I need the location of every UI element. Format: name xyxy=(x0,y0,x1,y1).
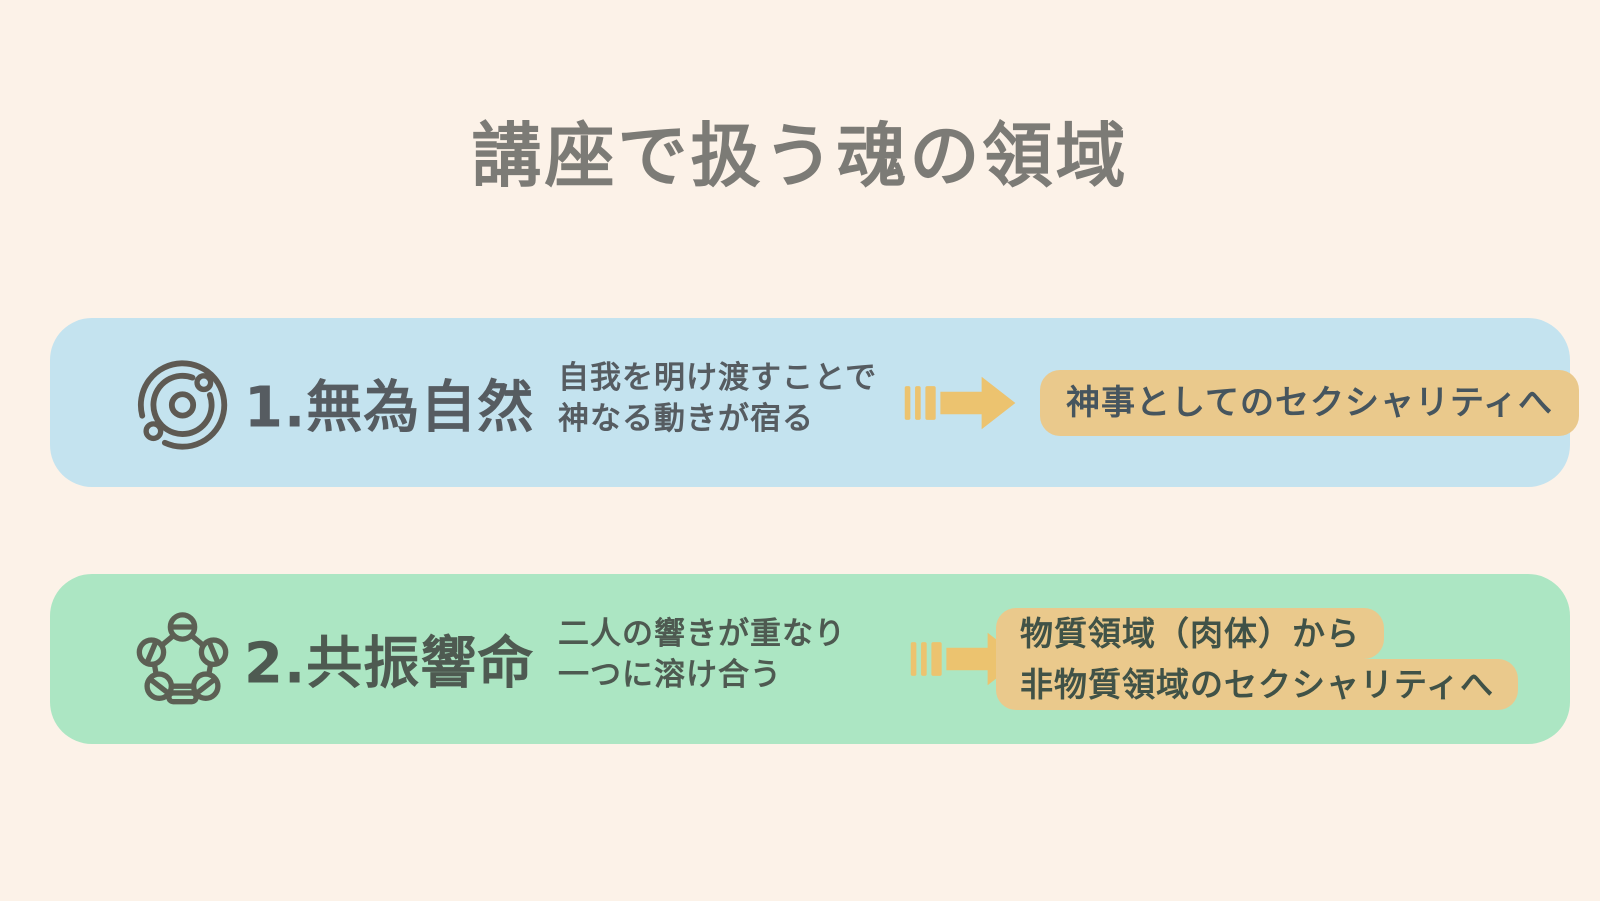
description-line: 一つに溶け合う xyxy=(558,657,782,693)
result-line: 神事としてのセクシャリティへ xyxy=(1040,369,1579,436)
section-kyoshin-kyomei: 2.共振響命 二人の響きが重なり 一つに溶け合う 物質領域（肉体）から 非物質領… xyxy=(50,574,1570,744)
description-line: 二人の響きが重なり xyxy=(558,616,846,652)
result-line: 非物質領域のセクシャリティへ xyxy=(996,659,1519,710)
result-box: 神事としてのセクシャリティへ xyxy=(1040,369,1579,436)
tambourine-icon xyxy=(134,611,231,708)
section-mui-shizen: 1.無為自然 自我を明け渡すことで 神なる動きが宿る 神事としてのセクシャリティ… xyxy=(50,318,1579,487)
result-box: 物質領域（肉体）から 非物質領域のセクシャリティへ xyxy=(996,608,1519,710)
section-heading: 2.共振響命 xyxy=(244,631,535,697)
description-line: 自我を明け渡すことで xyxy=(558,359,878,396)
section-description: 自我を明け渡すことで 神なる動きが宿る xyxy=(558,358,877,440)
result-line: 物質領域（肉体）から xyxy=(996,608,1384,659)
description-line: 神なる動きが宿る xyxy=(558,400,814,437)
arrow-right-icon xyxy=(902,373,1020,433)
section-description: 二人の響きが重なり 一つに溶け合う xyxy=(558,614,846,696)
page-title: 講座で扱う魂の領域 xyxy=(471,115,1129,197)
orbit-icon xyxy=(134,354,231,451)
section-heading: 1.無為自然 xyxy=(244,375,535,440)
